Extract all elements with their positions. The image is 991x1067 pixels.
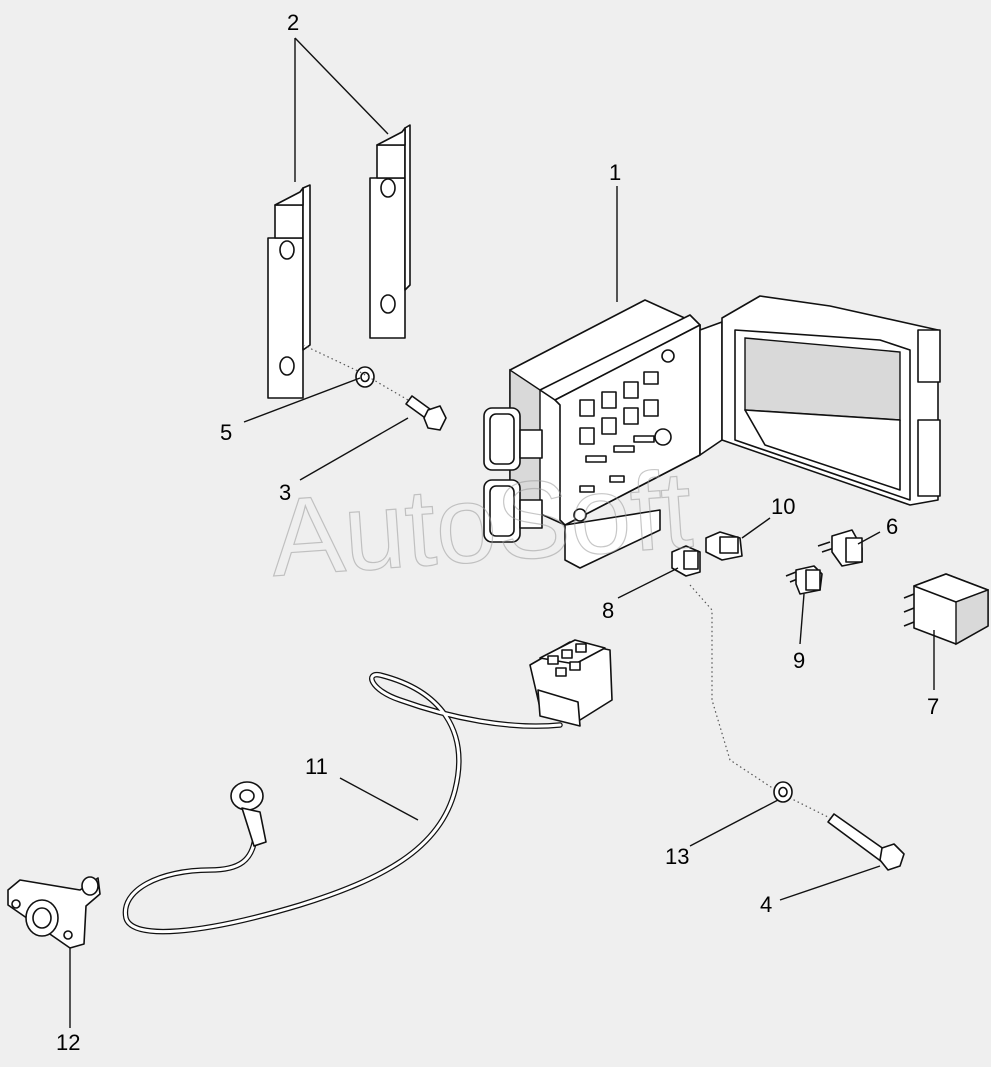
leader-lines: [69, 37, 935, 1028]
callout-3: 3: [279, 480, 291, 505]
grommet-12: [7, 876, 101, 949]
fuse-slots: [573, 349, 675, 522]
callout-11: 11: [305, 754, 328, 779]
callout-6: 6: [886, 514, 898, 539]
fuse-10: [705, 531, 743, 561]
washer-13: [773, 781, 793, 803]
fuse-8: [671, 545, 701, 577]
callout-10: 10: [771, 494, 795, 519]
bolt-3: [405, 395, 447, 431]
bracket-right: [369, 124, 411, 339]
relay-6: [817, 529, 863, 567]
callout-12: 12: [56, 1030, 80, 1055]
callout-13: 13: [665, 844, 689, 869]
washer-5: [355, 366, 375, 388]
callout-2: 2: [287, 10, 299, 35]
callout-8: 8: [602, 598, 614, 623]
callout-4: 4: [760, 892, 772, 917]
callout-9: 9: [793, 648, 805, 673]
bracket-left: [267, 184, 311, 399]
callout-7: 7: [927, 694, 939, 719]
callout-5: 5: [220, 420, 232, 445]
bolt-4: [827, 813, 905, 871]
relay-7: [903, 573, 989, 646]
callout-1: 1: [609, 160, 621, 185]
fuse-box: [483, 295, 941, 569]
fuse-9: [785, 565, 823, 595]
harness-11: [122, 639, 613, 935]
watermark: AutoSoft: [266, 448, 696, 600]
callout-labels: 2 1 5 3 10 6 8 9 7 11 13 4 12: [56, 10, 939, 1055]
